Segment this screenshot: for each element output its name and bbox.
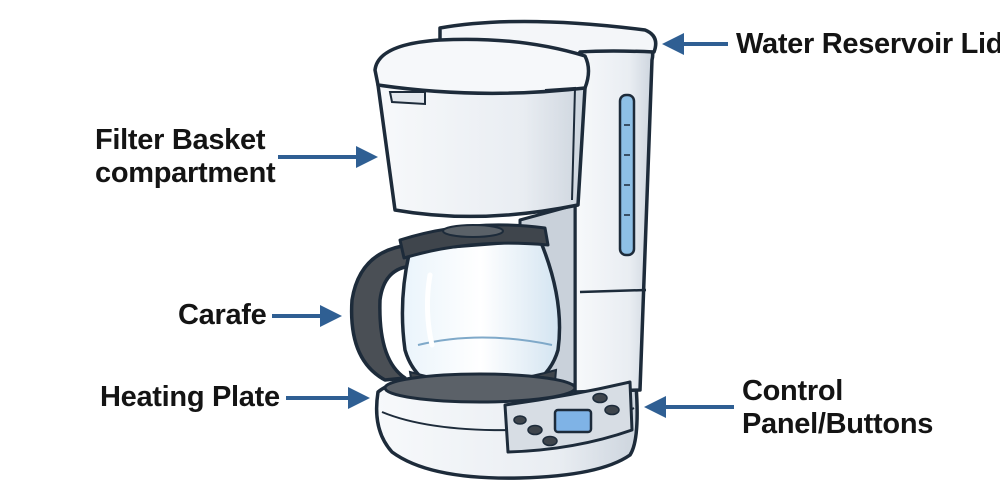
label-text: Heating Plate — [100, 381, 280, 413]
control-panel — [503, 380, 634, 454]
button-icon[interactable] — [592, 392, 608, 404]
button-icon[interactable] — [604, 404, 620, 416]
display-screen — [553, 408, 593, 434]
label-text: Carafe — [178, 299, 267, 331]
filter-basket-compartment — [373, 37, 591, 219]
label-text-line2: Panel/Buttons — [742, 408, 934, 440]
label-filter-basket: Filter Basket compartment — [95, 124, 276, 190]
label-text: Water Reservoir Lid — [736, 28, 1000, 60]
arrow-right-icon — [286, 387, 370, 409]
button-icon[interactable] — [527, 424, 543, 436]
button-icon[interactable] — [513, 415, 527, 425]
arrow-left-icon — [644, 396, 734, 418]
label-water-reservoir-lid: Water Reservoir Lid — [736, 28, 1000, 61]
water-reservoir-tower — [573, 43, 655, 394]
carafe — [349, 223, 562, 400]
water-level-window — [618, 93, 636, 257]
arrows — [272, 33, 734, 418]
heating-plate — [383, 372, 577, 404]
carafe-handle — [349, 243, 414, 382]
label-text-line1: Control — [742, 375, 843, 407]
label-text-line2: compartment — [95, 157, 276, 189]
label-control-panel: Control Panel/Buttons — [742, 375, 933, 441]
label-carafe: Carafe — [178, 299, 267, 332]
arrow-left-icon — [662, 33, 728, 55]
arrow-right-icon — [278, 146, 378, 168]
label-text-line1: Filter Basket — [95, 124, 266, 156]
arrow-right-icon — [272, 305, 342, 327]
button-icon[interactable] — [542, 435, 558, 447]
label-heating-plate: Heating Plate — [100, 381, 280, 414]
